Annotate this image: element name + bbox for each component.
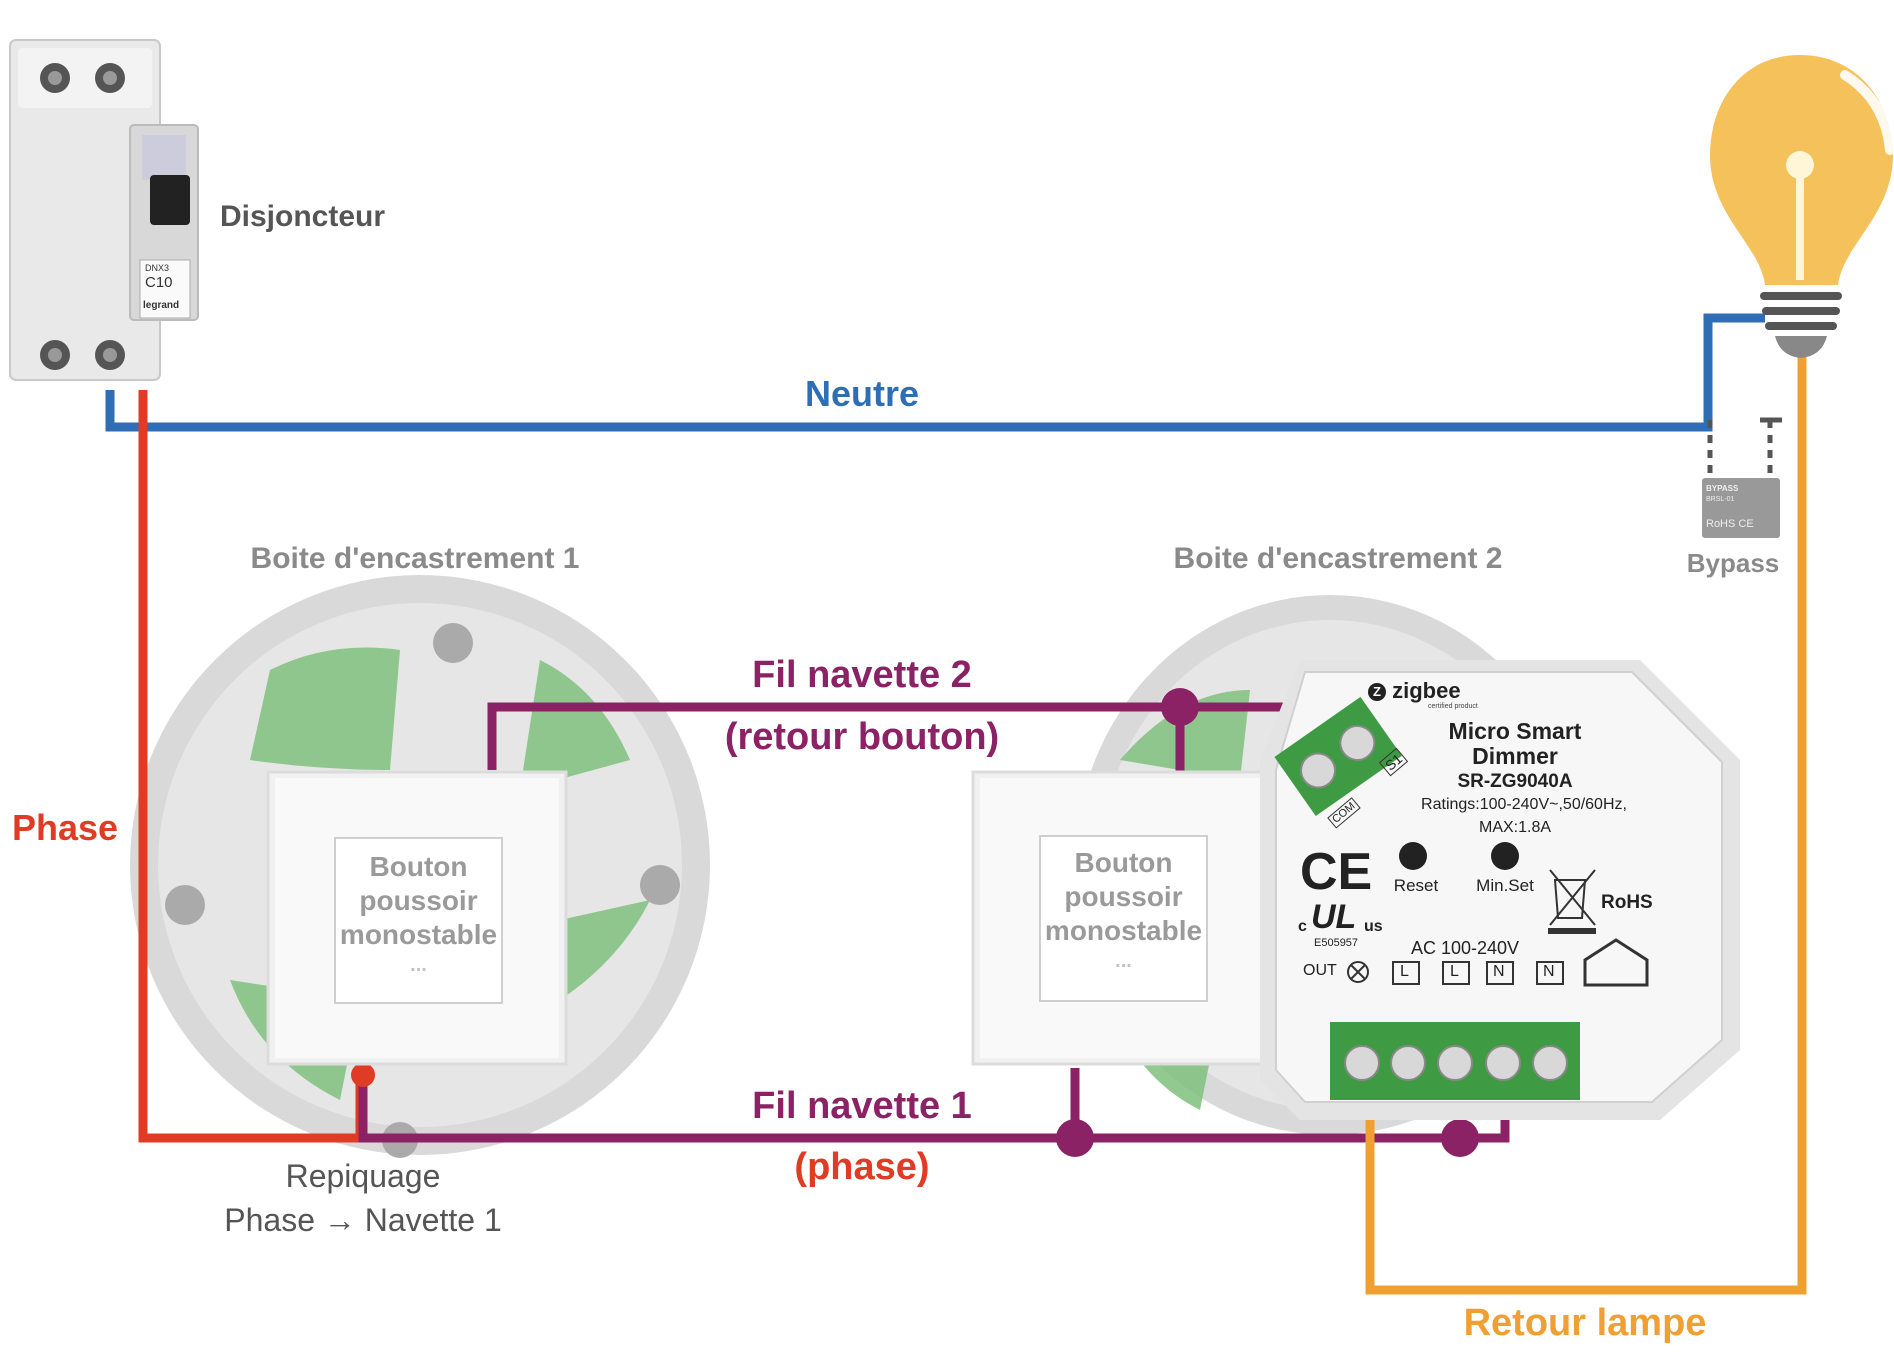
breaker-brand: legrand (143, 300, 180, 311)
zigbee-logo: Z zigbee (1368, 678, 1461, 704)
junction-dot (1056, 1119, 1094, 1157)
zigbee-sub: certified product (1428, 703, 1478, 710)
retour-lampe-wire (1365, 348, 1807, 1295)
bypass-device-model: BRSL-01 (1706, 496, 1735, 503)
dimmer-model: SR-ZG9040A (1457, 771, 1573, 792)
ac-label: AC 100-240V (1410, 938, 1520, 958)
light-bulb (1710, 55, 1894, 358)
ce-mark: CE (1300, 843, 1373, 901)
dimmer-ratings: Ratings:100-240V~,50/60Hz, (1421, 796, 1627, 813)
reset-label: Reset (1393, 876, 1439, 895)
neutre-label: Neutre (804, 373, 920, 414)
breaker-rating: C10 (145, 274, 173, 291)
bypass-device-marks: RoHS CE (1706, 518, 1754, 530)
repiquage-label-line1: Repiquage (285, 1158, 441, 1194)
boite-2-label: Boite d'encastrement 2 (1173, 542, 1503, 575)
dimmer-title-1: Micro Smart (1448, 718, 1582, 744)
ul-cert: E505957 (1314, 937, 1359, 949)
repiquage-label-line2: Phase → Navette 1 (224, 1202, 502, 1238)
fil-navette-1-label: Fil navette 1 (752, 1085, 972, 1127)
phase-paren-label: (phase) (794, 1146, 930, 1188)
button-2-text: Bouton poussoir monostable ... (1044, 847, 1203, 972)
dimmer-max: MAX:1.8A (1478, 819, 1552, 836)
retour-bouton-label: (retour bouton) (724, 716, 1000, 758)
junction-dot (1161, 688, 1199, 726)
disjoncteur-label: Disjoncteur (220, 200, 386, 233)
bypass-device-title: BYPASS (1706, 484, 1739, 493)
circuit-breaker (9, 39, 199, 381)
push-button-switch-2 (971, 770, 1273, 1066)
terminal-n2: N (1543, 963, 1555, 980)
ul-c: c (1298, 918, 1307, 935)
breaker-model: DNX3 (145, 263, 170, 273)
dimmer-title-2: Dimmer (1472, 743, 1558, 769)
bypass-label: Bypass (1686, 548, 1780, 578)
terminal-n1: N (1493, 963, 1505, 980)
weee-bin-icon (1553, 879, 1587, 919)
ul-logo-icon: UL (1311, 898, 1357, 936)
junction-dot (1441, 1119, 1479, 1157)
retour-lampe-label: Retour lampe (1463, 1302, 1707, 1344)
junction-dot (351, 1063, 375, 1087)
zigbee-icon: Z (1368, 683, 1386, 702)
rohs-label: RoHS (1601, 892, 1653, 913)
ul-us: us (1364, 918, 1383, 935)
fil-navette-2-label: Fil navette 2 (752, 654, 972, 696)
boite-1-label: Boite d'encastrement 1 (250, 542, 580, 575)
house-icon (1583, 938, 1649, 987)
neutre-wire (105, 313, 1765, 432)
terminal-l2: L (1450, 963, 1459, 980)
zigbee-dimmer-module (1260, 660, 1740, 1120)
push-button-switch-1 (266, 770, 568, 1066)
out-label: OUT (1303, 962, 1337, 979)
phase-label: Phase (12, 807, 119, 848)
terminal-l1: L (1400, 963, 1409, 980)
navette-2-wire (487, 702, 1345, 770)
button-1-text: Bouton poussoir monostable ... (339, 851, 498, 976)
bypass-device (1702, 417, 1782, 538)
min-set-label: Min.Set (1476, 876, 1534, 895)
